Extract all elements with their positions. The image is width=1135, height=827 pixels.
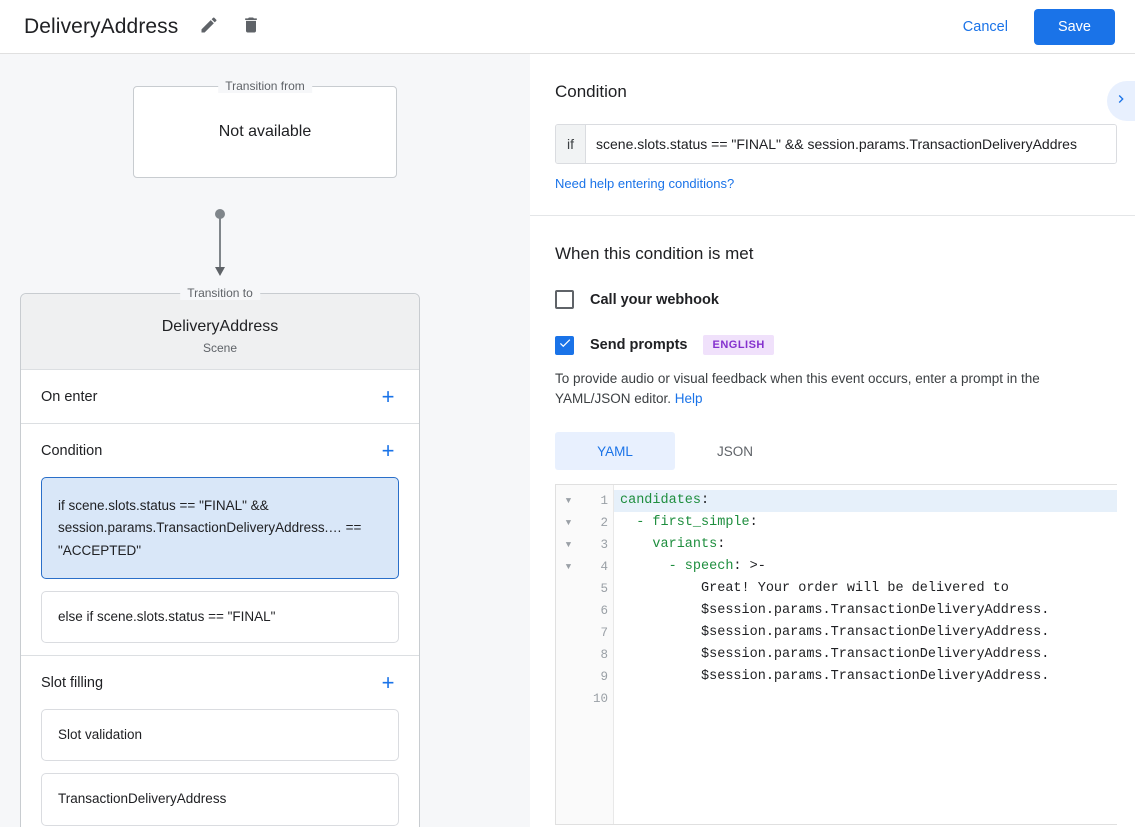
when-condition-met-section: When this condition is met Call your web… — [530, 216, 1135, 826]
section-slot-filling: Slot filling + Slot validation Transacti… — [21, 656, 419, 827]
section-header-condition: Condition + — [21, 424, 419, 477]
code-line: $session.params.TransactionDeliveryAddre… — [620, 603, 1050, 619]
code-line-number: 8 — [600, 648, 608, 663]
transition-to-name: DeliveryAddress — [161, 318, 279, 335]
condition-help-link[interactable]: Need help entering conditions? — [555, 176, 735, 191]
trash-icon — [241, 15, 261, 38]
code-fold-spacer — [556, 688, 581, 710]
transition-to-type: Scene — [202, 341, 238, 355]
code-line — [614, 688, 1117, 710]
prompt-hint-help-link[interactable]: Help — [674, 390, 703, 406]
transition-from-value: Not available — [218, 123, 312, 140]
topbar-actions: Cancel Save — [953, 8, 1115, 45]
language-badge: ENGLISH — [703, 335, 774, 355]
add-condition-button[interactable]: + — [381, 437, 395, 463]
code-fold-spacer — [556, 578, 581, 600]
section-title-condition: Condition — [41, 442, 103, 459]
slot-filling-item-validation[interactable]: Slot validation — [41, 709, 399, 762]
webhook-row[interactable]: Call your webhook — [555, 290, 1117, 309]
section-header-slot-filling: Slot filling + — [21, 656, 419, 709]
chevron-right-icon — [1113, 91, 1129, 112]
send-prompts-checkbox[interactable] — [555, 335, 574, 355]
code-line-number: 2 — [600, 516, 608, 531]
condition-input[interactable] — [586, 125, 1116, 163]
condition-section: Condition if Need help entering conditio… — [530, 54, 1135, 215]
code-fold-toggle[interactable]: ▼ — [565, 540, 572, 551]
save-button[interactable]: Save — [1033, 8, 1115, 45]
send-prompts-label: Send prompts — [590, 337, 688, 353]
call-webhook-label: Call your webhook — [590, 291, 719, 308]
transition-to-legend: Transition to — [180, 286, 260, 300]
code-line: - first_simple: — [620, 515, 758, 531]
code-content[interactable]: candidates: - first_simple: variants: - … — [614, 485, 1117, 824]
edit-button[interactable] — [192, 10, 226, 44]
connector-dot — [215, 209, 225, 219]
code-line-number: 7 — [600, 626, 608, 641]
connector-line — [219, 217, 221, 269]
code-fold-toggle[interactable]: ▼ — [565, 562, 572, 573]
code-line-number: 3 — [600, 538, 608, 553]
section-title-on-enter: On enter — [41, 388, 98, 405]
connector-arrow-icon — [215, 267, 225, 276]
transition-flow-area: Transition from Not available — [0, 54, 530, 276]
code-line-number: 9 — [600, 670, 608, 685]
code-fold-toggle[interactable]: ▼ — [565, 496, 572, 507]
code-line-number: 6 — [600, 604, 608, 619]
send-prompts-row[interactable]: Send prompts ENGLISH — [555, 335, 1117, 355]
code-line-number: 5 — [600, 582, 608, 597]
condition-item-selected[interactable]: if scene.slots.status == "FINAL" && sess… — [41, 477, 399, 579]
left-flow-panel: Transition from Not available Transition… — [0, 54, 530, 827]
pencil-icon — [199, 15, 219, 38]
condition-input-row: if — [555, 124, 1117, 164]
add-slot-filling-button[interactable]: + — [381, 669, 395, 695]
transition-to-header[interactable]: Transition to DeliveryAddress Scene — [21, 286, 419, 370]
transition-to-card: Transition to DeliveryAddress Scene On e… — [20, 286, 420, 827]
delete-button[interactable] — [234, 10, 268, 44]
when-met-heading: When this condition is met — [555, 244, 754, 263]
code-line-number: 4 — [600, 560, 608, 575]
code-line: $session.params.TransactionDeliveryAddre… — [620, 647, 1050, 663]
tab-json[interactable]: JSON — [716, 443, 753, 459]
top-app-bar: DeliveryAddress Cancel Save — [0, 0, 1135, 54]
code-fold-spacer — [556, 622, 581, 644]
cancel-button[interactable]: Cancel — [953, 10, 1018, 44]
code-line: candidates: — [614, 490, 1117, 513]
section-on-enter: On enter + — [21, 370, 419, 424]
tab-yaml[interactable]: YAML — [555, 432, 675, 471]
editor-format-tabs: YAML JSON — [555, 432, 1117, 471]
section-divider — [530, 215, 1135, 216]
code-line: $session.params.TransactionDeliveryAddre… — [620, 625, 1050, 641]
section-condition: Condition + if scene.slots.status == "FI… — [21, 424, 419, 657]
code-editor[interactable]: ▼ ▼ ▼ ▼ 1 2 3 4 5 6 7 8 9 10 candidates: - first_sim… — [555, 484, 1117, 826]
section-header-on-enter: On enter + — [21, 370, 419, 423]
prompt-hint-copy: To provide audio or visual feedback when… — [555, 371, 1040, 406]
expand-panel-button[interactable] — [1107, 81, 1135, 121]
code-fold-spacer — [556, 666, 581, 688]
code-line: Great! Your order will be delivered to — [620, 581, 1009, 597]
code-line-number: 10 — [592, 692, 608, 707]
code-fold-spacer — [556, 600, 581, 622]
transition-from-legend: Transition from — [218, 79, 312, 93]
code-line-number: 1 — [600, 494, 608, 509]
check-icon — [558, 336, 572, 355]
transition-from-node[interactable]: Transition from Not available — [133, 79, 397, 178]
condition-heading: Condition — [555, 82, 627, 101]
code-line: $session.params.TransactionDeliveryAddre… — [620, 669, 1050, 685]
slot-filling-item-param[interactable]: TransactionDeliveryAddress — [41, 773, 399, 826]
code-fold-column: ▼ ▼ ▼ ▼ — [556, 485, 581, 825]
code-line: - speech: >- — [620, 559, 766, 575]
page-title: DeliveryAddress — [24, 14, 179, 38]
condition-item[interactable]: else if scene.slots.status == "FINAL" — [41, 590, 399, 644]
add-on-enter-button[interactable]: + — [381, 383, 395, 409]
condition-if-prefix: if — [556, 125, 586, 163]
call-webhook-checkbox[interactable] — [555, 290, 574, 309]
section-title-slot-filling: Slot filling — [41, 674, 104, 691]
code-fold-toggle[interactable]: ▼ — [565, 518, 572, 529]
code-line-numbers: 1 2 3 4 5 6 7 8 9 10 — [581, 485, 614, 825]
code-fold-spacer — [556, 644, 581, 666]
prompt-hint-text: To provide audio or visual feedback when… — [555, 369, 1117, 408]
right-detail-panel: Condition if Need help entering conditio… — [530, 54, 1135, 827]
code-line: variants: — [620, 537, 726, 553]
